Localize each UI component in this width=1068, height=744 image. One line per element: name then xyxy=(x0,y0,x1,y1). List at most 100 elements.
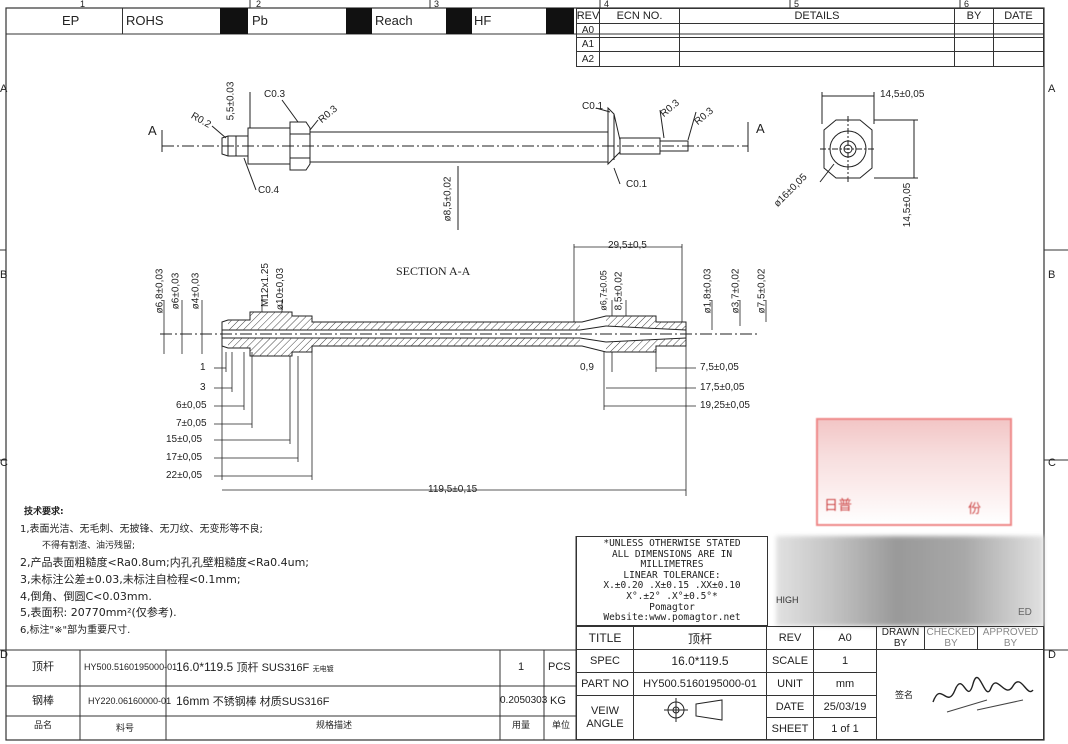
bom-row2-desc: 16mm 不锈钢棒 材质SUS316F xyxy=(176,695,329,708)
rev-header-date: DATE xyxy=(993,8,1044,24)
dim-dia85: ø8,5±0,02 xyxy=(442,176,454,222)
zone-row-b-right: B xyxy=(1048,269,1056,281)
tb-date-label: DATE xyxy=(766,695,814,718)
rev-header-rev: REV xyxy=(576,8,600,24)
tb-title-label: TITLE xyxy=(576,626,634,650)
stamp-text-1: 日普 xyxy=(824,497,852,513)
bom-row2-spec: 16mm xyxy=(176,694,210,708)
rev-row-a0: A0 xyxy=(576,23,600,38)
dim-len55: 5,5±0.03 xyxy=(225,81,237,121)
rev-row-a2: A2 xyxy=(576,51,600,67)
tb-approved-by: APPROVED BY xyxy=(977,626,1044,650)
cut-marker-left: A xyxy=(148,123,157,138)
tolerance-box: *UNLESS OTHERWISE STATED ALL DIMENSIONS … xyxy=(576,536,768,626)
sec-dim-85: 8,5±0,02 xyxy=(613,271,625,311)
tb-part-value: HY500.5160195000-01 xyxy=(633,672,767,696)
sec-len-7: 7±0,05 xyxy=(176,418,207,429)
tb-rev-value: A0 xyxy=(813,626,877,650)
tb-view-label: VEIW ANGLE xyxy=(576,695,634,740)
sec-dim-d68: ø6,8±0,03 xyxy=(154,268,166,314)
rev-cell xyxy=(954,23,994,38)
dim-c01b: C0.1 xyxy=(626,179,648,190)
sec-dim-d10: ø10±0,03 xyxy=(275,267,287,311)
bom-footer-code: 料号 xyxy=(116,723,135,733)
end-dim-height: 14,5±0,05 xyxy=(902,182,914,228)
compliance-hf: HF xyxy=(474,13,492,28)
bom-row1-finish: 无电镀 xyxy=(312,666,334,673)
tb-view-symbol xyxy=(633,695,767,740)
bom-row1-unit: PCS xyxy=(548,661,571,673)
bom-footer-desc: 规格描述 xyxy=(316,720,353,730)
tol-line-8: Website:www.pomagtor.net xyxy=(603,612,741,624)
bom-row2-name: 钢棒 xyxy=(32,695,54,707)
compliance-pb: Pb xyxy=(252,13,268,28)
compliance-ep: EP xyxy=(62,13,80,28)
zone-row-d: D xyxy=(0,649,8,661)
tol-line-7: Pomagtor xyxy=(649,601,695,613)
bom-row1-name: 顶杆 xyxy=(32,661,54,673)
logo-text-high: HIGH xyxy=(776,595,799,605)
sec-len-17: 17±0,05 xyxy=(166,452,203,463)
notes-heading: 技术要求: xyxy=(24,507,64,517)
bom-row2-qty: 0.2050303 xyxy=(500,695,548,706)
tol-line-4: LINEAR TOLERANCE: xyxy=(623,569,721,581)
tb-part-label: PART NO xyxy=(576,672,634,696)
tol-line-3: MILLIMETRES xyxy=(640,559,704,571)
note-line-4: 4,倒角、倒圆C<0.03mm. xyxy=(20,590,152,603)
divider xyxy=(122,8,123,34)
sec-dim-09: 0,9 xyxy=(580,362,594,373)
tb-spec-value: 16.0*119.5 xyxy=(633,649,767,673)
company-stamp: 日普 份 xyxy=(816,418,1012,526)
rev-header-by: BY xyxy=(954,8,994,24)
stamp-text-2: 份 xyxy=(968,501,982,516)
dim-c03: C0.3 xyxy=(264,89,286,100)
black-block xyxy=(346,8,372,34)
zone-col-2: 2 xyxy=(256,0,262,9)
zone-col-4: 4 xyxy=(604,0,610,9)
bom-row2-code: HY220.06160000-01 xyxy=(88,696,172,706)
compliance-reach: Reach xyxy=(375,13,413,28)
sec-dim-d18: ø1,8±0,03 xyxy=(702,268,714,314)
rev-header-ecn: ECN NO. xyxy=(599,8,680,24)
tb-scale-value: 1 xyxy=(813,649,877,673)
tb-sheet-value: 1 of 1 xyxy=(813,717,877,740)
section-title: SECTION A-A xyxy=(396,264,471,278)
compliance-rohs: ROHS xyxy=(126,13,164,28)
tb-signature-area: 签名 xyxy=(876,649,1044,740)
rev-cell xyxy=(993,23,1044,38)
bom-row2-unit: KG xyxy=(550,695,566,707)
sec-dim-d4: ø4±0,03 xyxy=(190,272,202,310)
sec-len-1925: 19,25±0,05 xyxy=(700,400,750,411)
dim-c01a: C0.1 xyxy=(582,101,604,112)
zone-col-1: 1 xyxy=(80,0,86,9)
tol-line-6: X°.±2° .X°±0.5°* xyxy=(626,590,718,602)
tb-sheet-label: SHEET xyxy=(766,717,814,740)
logo-text-ed: ED xyxy=(1018,607,1032,618)
tb-checked-by: CHECKED BY xyxy=(924,626,978,650)
tb-unit-label: UNIT xyxy=(766,672,814,696)
note-line-3: 3,未标注公差±0.03,未标注自检程<0.1mm; xyxy=(20,573,241,586)
signature-scribble xyxy=(932,676,1034,712)
tb-spec-label: SPEC xyxy=(576,649,634,673)
rev-cell xyxy=(954,51,994,67)
rev-cell xyxy=(954,37,994,52)
rev-cell xyxy=(599,23,680,38)
note-line-1b: 不得有割渣、油污残留; xyxy=(42,541,136,551)
sec-len-1: 1 xyxy=(200,362,206,373)
tol-line-5: X.±0.20 .X±0.15 .XX±0.10 xyxy=(603,580,741,592)
sec-len-175: 17,5±0,05 xyxy=(700,382,745,393)
sec-len-3: 3 xyxy=(200,382,206,393)
sec-dim-d67: ø6,7±0.05 xyxy=(598,270,609,311)
tb-scale-label: SCALE xyxy=(766,649,814,673)
bom-row2-material: 不锈钢棒 材质SUS316F xyxy=(212,696,330,708)
tb-sign-label: 签名 xyxy=(895,690,914,700)
sec-dim-295: 29,5±0,5 xyxy=(608,240,647,251)
sec-dim-d37: ø3,7±0,02 xyxy=(730,268,742,314)
zone-row-c-right: C xyxy=(1048,457,1056,469)
rev-header-details: DETAILS xyxy=(679,8,955,24)
rev-cell xyxy=(679,37,955,52)
sec-len-22: 22±0,05 xyxy=(166,470,203,481)
bom-footer-qty: 用量 xyxy=(512,720,531,730)
black-block xyxy=(546,8,574,34)
